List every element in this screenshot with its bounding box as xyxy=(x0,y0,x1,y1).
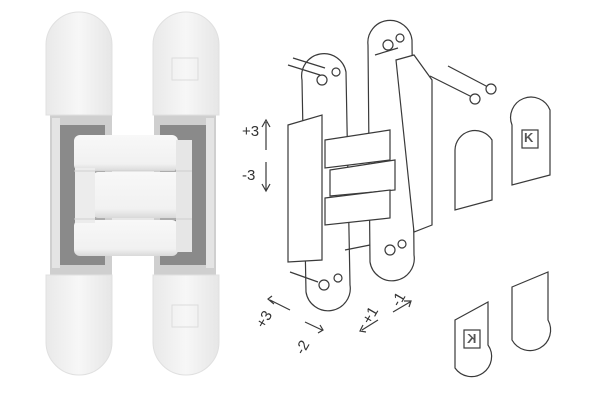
hinge-photo xyxy=(0,0,250,400)
screw-icon xyxy=(429,75,473,98)
accessories-line-drawing xyxy=(429,65,552,378)
logo-glyph-bottom: K xyxy=(467,331,477,346)
end-cap-icon xyxy=(454,129,493,211)
screw-icon xyxy=(447,65,489,88)
vertical-minus-label: -3 xyxy=(242,167,256,184)
logo-glyph-top: K xyxy=(524,130,534,145)
hinge-diagram: +3 -3 +3 -2 +1 -1 xyxy=(242,0,450,400)
hinge-line-drawing xyxy=(261,19,433,334)
end-cap-icon xyxy=(511,271,552,352)
vertical-plus-label: +3 xyxy=(242,123,260,140)
accessories: K K xyxy=(420,0,600,400)
hinge-photo-graphic xyxy=(45,11,220,376)
